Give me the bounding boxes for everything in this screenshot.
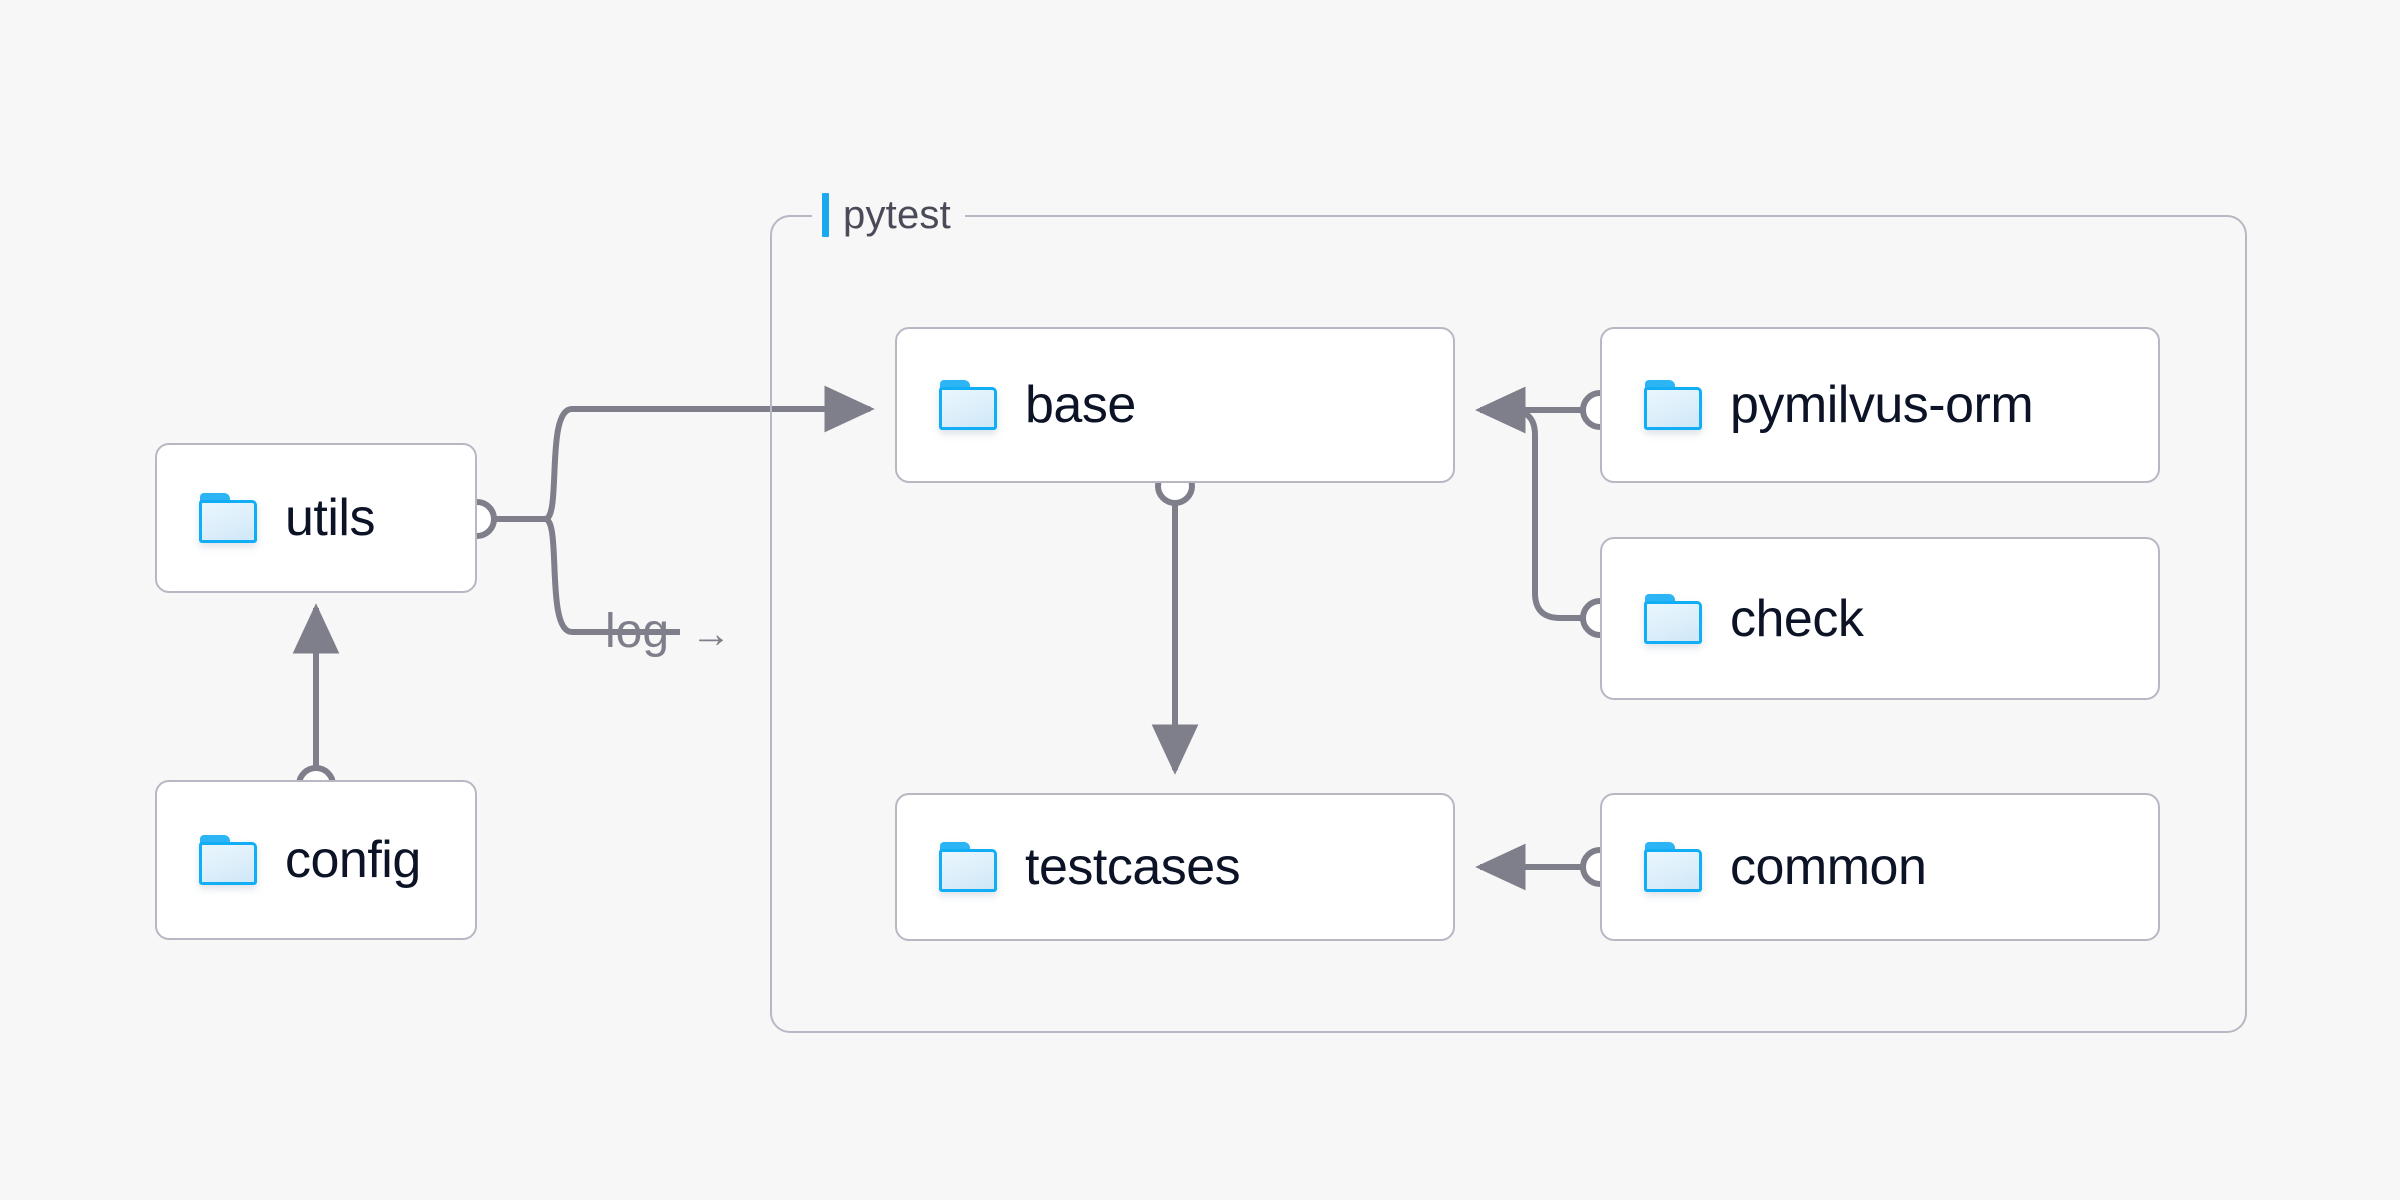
edge-utils-branch xyxy=(457,385,875,635)
group-accent-bar xyxy=(822,193,829,237)
node-label: common xyxy=(1730,838,1927,896)
folder-icon xyxy=(1644,842,1702,892)
group-title-label: pytest xyxy=(843,192,951,237)
folder-icon xyxy=(939,380,997,430)
node-pymilvus-orm[interactable]: pymilvus-orm xyxy=(1600,327,2160,483)
node-label: config xyxy=(285,831,421,889)
folder-icon xyxy=(199,493,257,543)
folder-icon xyxy=(1644,380,1702,430)
group-pytest[interactable] xyxy=(770,215,2247,1033)
node-label: testcases xyxy=(1025,838,1241,896)
edge-label-log-text: log xyxy=(605,605,670,658)
node-common[interactable]: common xyxy=(1600,793,2160,941)
folder-icon xyxy=(199,835,257,885)
edge-label-log: log → xyxy=(605,608,731,656)
node-label: base xyxy=(1025,376,1136,434)
folder-icon xyxy=(939,842,997,892)
folder-icon xyxy=(1644,593,1702,644)
node-utils[interactable]: utils xyxy=(155,443,477,593)
node-base[interactable]: base xyxy=(895,327,1455,483)
node-check[interactable]: check xyxy=(1600,537,2160,700)
node-label: pymilvus-orm xyxy=(1730,376,2034,434)
group-pytest-title: pytest xyxy=(812,191,965,239)
arrow-right-icon: → xyxy=(691,612,732,656)
node-label: utils xyxy=(285,489,375,547)
node-config[interactable]: config xyxy=(155,780,477,940)
edge-config-to-utils xyxy=(292,603,340,805)
node-testcases[interactable]: testcases xyxy=(895,793,1455,941)
node-label: check xyxy=(1730,589,1864,648)
